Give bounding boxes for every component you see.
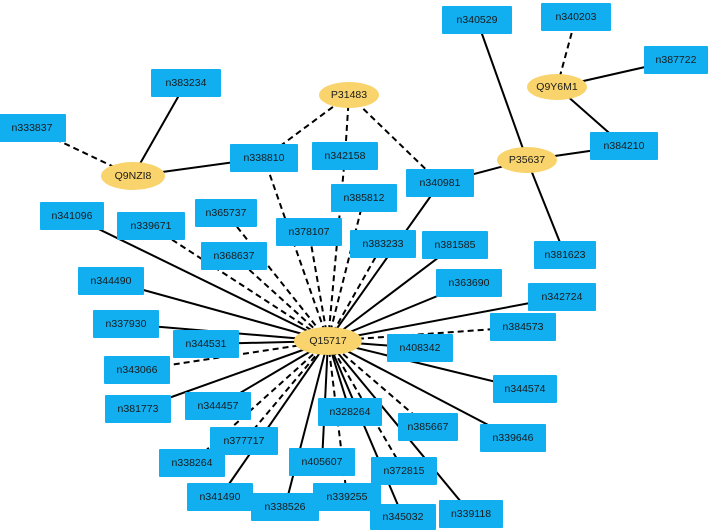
gene-node-n338526: n338526 bbox=[251, 493, 319, 521]
gene-node-n345032: n345032 bbox=[370, 504, 436, 530]
gene-node-n405607: n405607 bbox=[289, 448, 355, 476]
edge-Q15717-n368637 bbox=[233, 255, 329, 342]
gene-node-n384210: n384210 bbox=[590, 132, 658, 160]
edge-Q9NZI8-n383234 bbox=[132, 82, 187, 177]
gene-node-n339646: n339646 bbox=[480, 424, 546, 452]
gene-node-n344531: n344531 bbox=[173, 330, 239, 358]
edge-Q15717-n338526 bbox=[284, 340, 329, 508]
gene-node-n337930: n337930 bbox=[93, 310, 159, 338]
edge-Q15717-n339646 bbox=[327, 340, 514, 439]
gene-node-n378107: n378107 bbox=[276, 218, 342, 246]
gene-node-n328264: n328264 bbox=[318, 398, 382, 426]
gene-node-n372815: n372815 bbox=[371, 457, 437, 485]
protein-node-Q15717: Q15717 bbox=[294, 327, 362, 355]
gene-node-n344457: n344457 bbox=[185, 392, 251, 420]
edge-Q15717-n339671 bbox=[150, 225, 329, 342]
gene-node-n338810: n338810 bbox=[230, 144, 298, 172]
gene-node-n387722: n387722 bbox=[644, 46, 708, 74]
gene-node-n363690: n363690 bbox=[436, 269, 502, 297]
edge-P35637-n381623 bbox=[526, 159, 566, 256]
edge-Q15717-n342724 bbox=[327, 296, 563, 342]
edge-Q15717-n385812 bbox=[327, 197, 365, 342]
gene-node-n342158: n342158 bbox=[312, 142, 378, 170]
edge-Q15717-n345032 bbox=[327, 340, 404, 518]
gene-node-n341096: n341096 bbox=[40, 202, 104, 230]
edge-Q15717-n377717 bbox=[243, 340, 329, 442]
gene-node-n385812: n385812 bbox=[331, 184, 397, 212]
edge-Q15717-n338810 bbox=[263, 157, 329, 342]
gene-node-n340529: n340529 bbox=[442, 6, 512, 34]
gene-node-n340981: n340981 bbox=[406, 169, 474, 197]
edge-Q15717-n344574 bbox=[327, 340, 526, 390]
gene-node-n381623: n381623 bbox=[534, 241, 596, 269]
edge-Q15717-n340981 bbox=[327, 182, 441, 342]
edge-Q15717-n341490 bbox=[219, 340, 329, 498]
gene-node-n344574: n344574 bbox=[493, 375, 557, 403]
gene-node-n338264: n338264 bbox=[159, 449, 225, 477]
edge-P31483-n340981 bbox=[348, 94, 441, 184]
gene-node-n341490: n341490 bbox=[187, 483, 253, 511]
gene-node-n368637: n368637 bbox=[201, 242, 267, 270]
protein-node-Q9Y6M1: Q9Y6M1 bbox=[527, 74, 587, 100]
gene-node-n339118: n339118 bbox=[439, 500, 503, 528]
edge-Q15717-n383233 bbox=[327, 243, 384, 342]
protein-node-P31483: P31483 bbox=[319, 82, 379, 108]
edge-Q15717-n381585 bbox=[327, 244, 456, 342]
gene-node-n342724: n342724 bbox=[528, 283, 596, 311]
gene-node-n408342: n408342 bbox=[387, 334, 453, 362]
gene-node-n381773: n381773 bbox=[105, 395, 171, 423]
gene-node-n384573: n384573 bbox=[490, 313, 556, 341]
gene-node-n343066: n343066 bbox=[104, 356, 170, 384]
gene-node-n344490: n344490 bbox=[78, 267, 144, 295]
gene-node-n340203: n340203 bbox=[541, 3, 611, 31]
protein-node-Q9NZI8: Q9NZI8 bbox=[101, 162, 165, 190]
gene-node-n339255: n339255 bbox=[313, 483, 381, 511]
gene-node-n365737: n365737 bbox=[195, 199, 257, 227]
gene-node-n385667: n385667 bbox=[398, 413, 458, 441]
gene-node-n383234: n383234 bbox=[151, 69, 221, 97]
edge-Q15717-n385667 bbox=[327, 340, 429, 428]
edge-P35637-n340529 bbox=[476, 19, 528, 161]
gene-node-n333837: n333837 bbox=[0, 114, 66, 142]
gene-node-n383233: n383233 bbox=[350, 230, 416, 258]
edge-Q15717-n344490 bbox=[110, 280, 329, 342]
gene-node-n339671: n339671 bbox=[117, 212, 185, 240]
edge-Q15717-n341096 bbox=[71, 215, 329, 342]
edge-Q15717-n365737 bbox=[225, 212, 329, 342]
gene-node-n381585: n381585 bbox=[422, 231, 488, 259]
protein-node-P35637: P35637 bbox=[497, 147, 557, 173]
edge-P31483-n338810 bbox=[263, 94, 350, 159]
edge-Q15717-n378107 bbox=[308, 231, 329, 342]
